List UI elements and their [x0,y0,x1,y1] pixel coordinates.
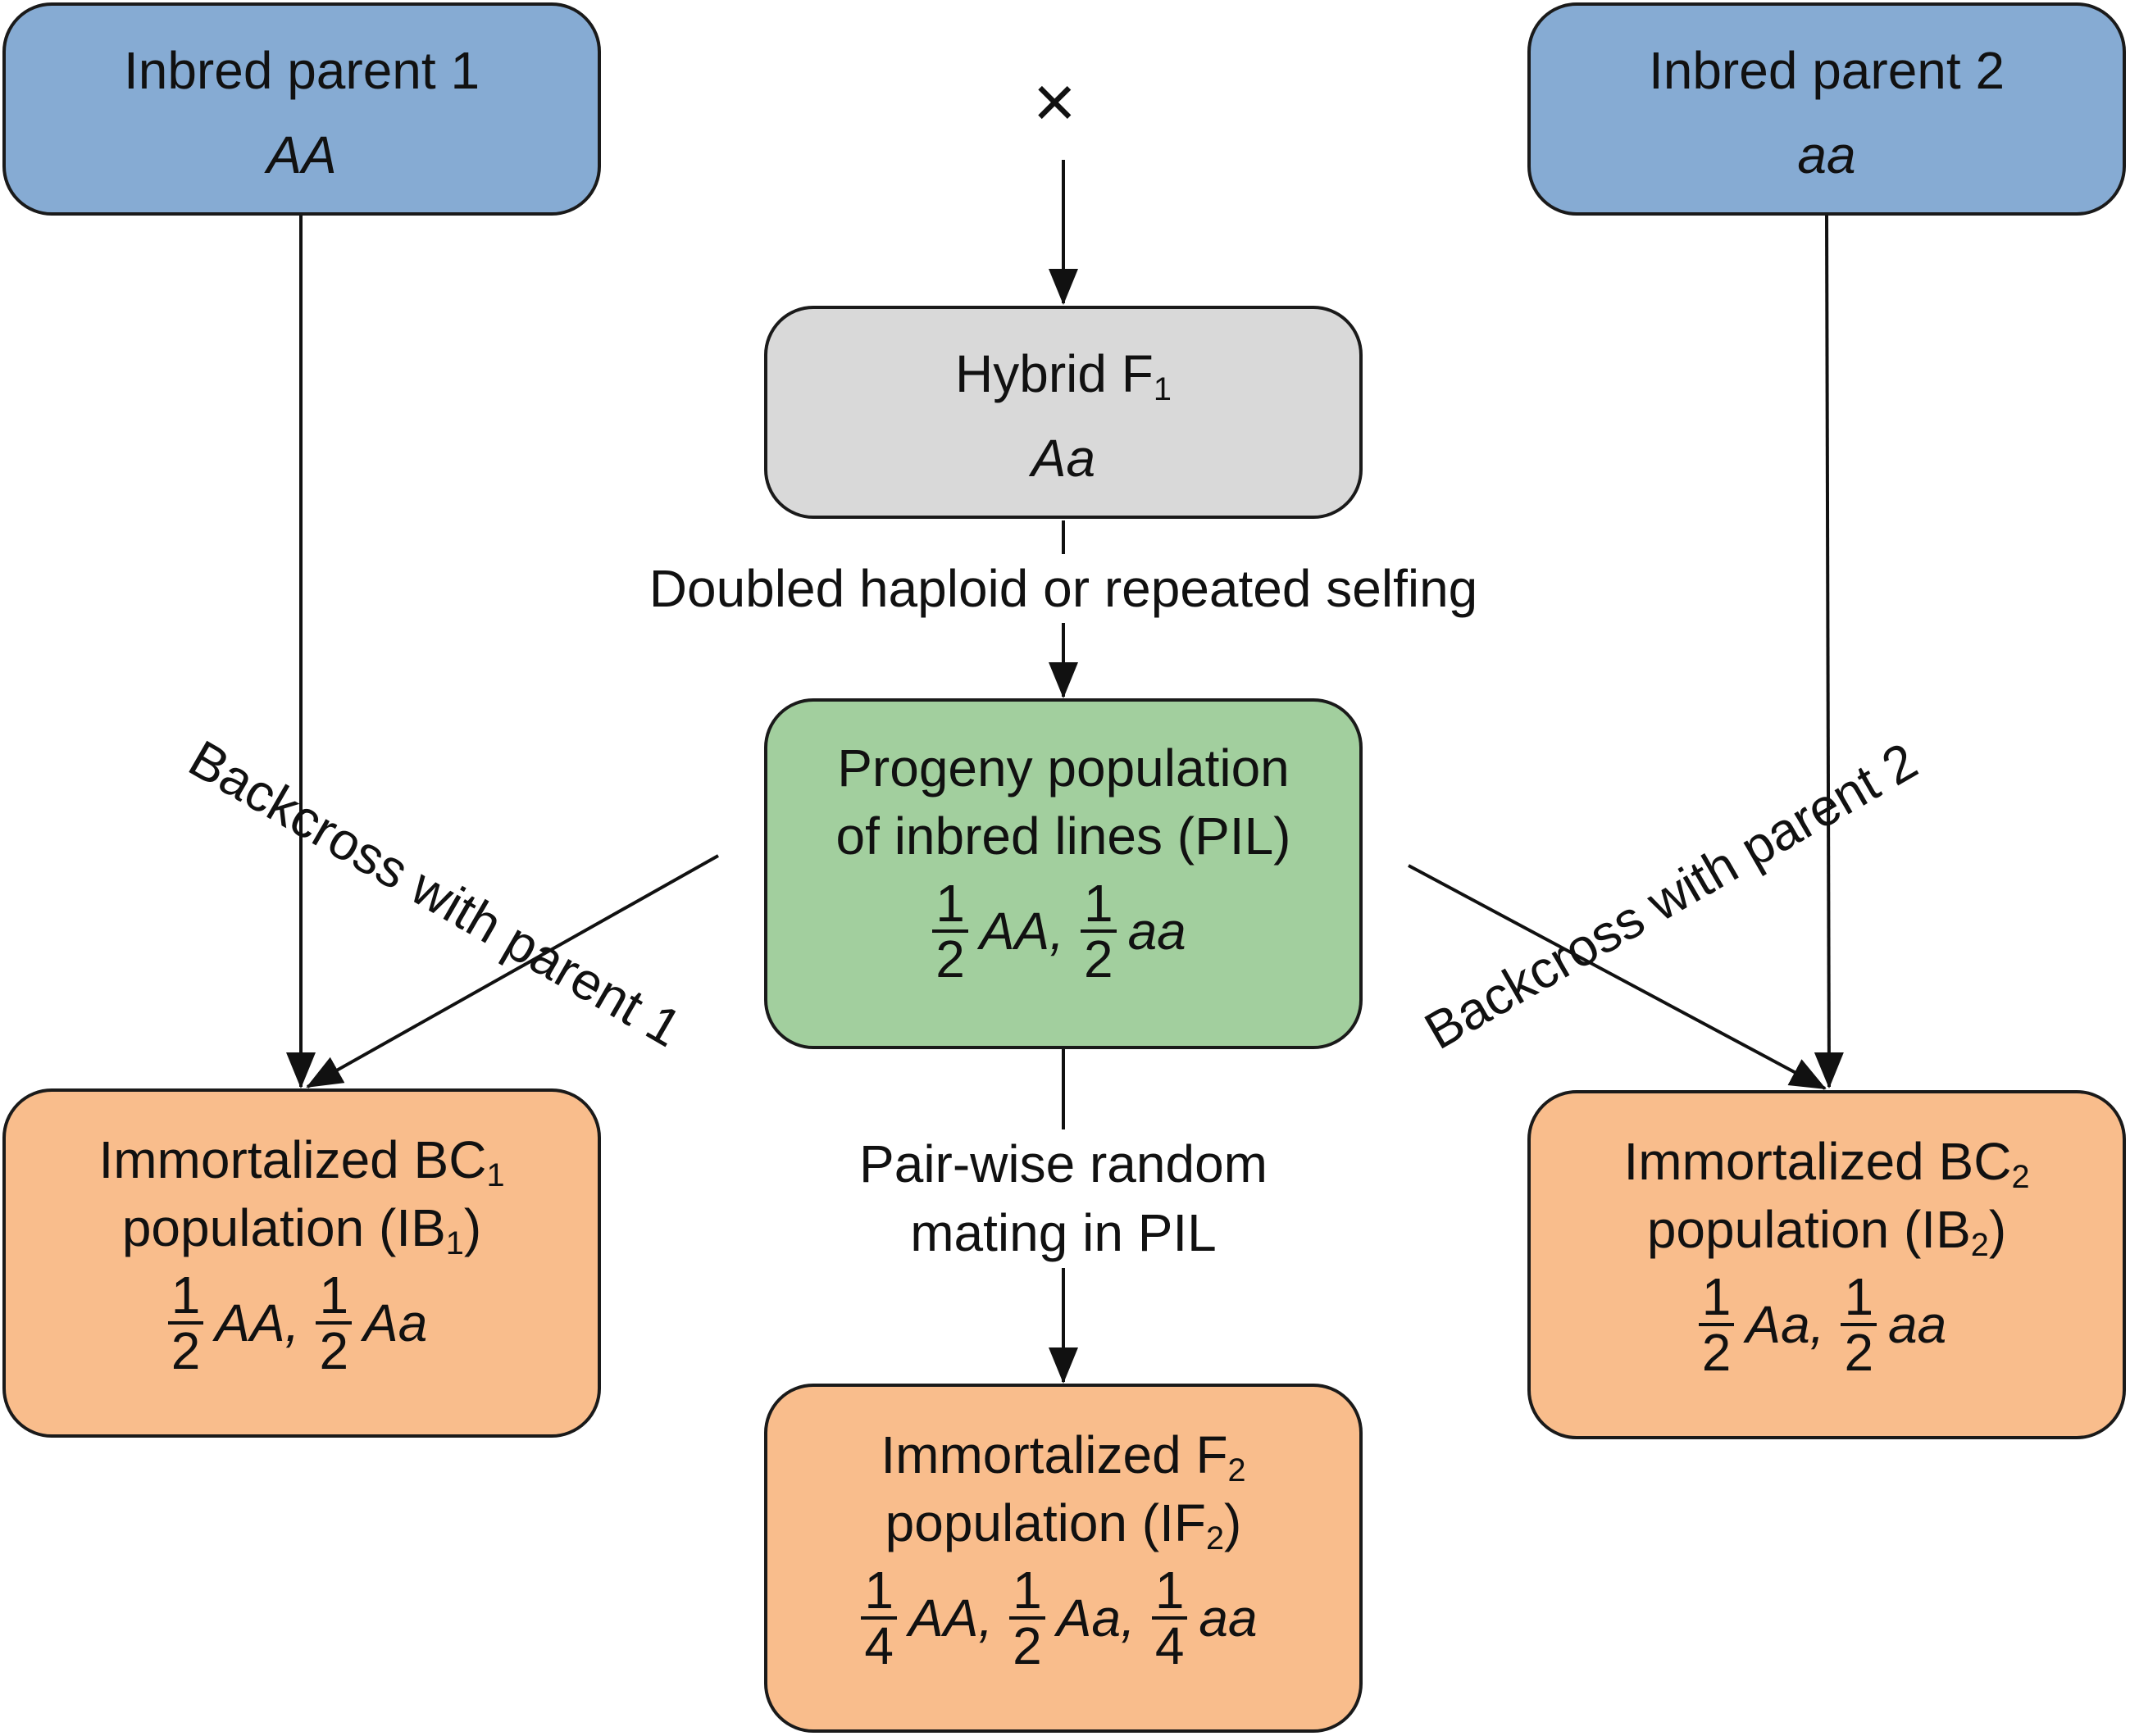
hybrid-f1-box: Hybrid F1 Aa [764,306,1363,519]
parent1-title: Inbred parent 1 [123,41,480,100]
arrow-parent2-to-ib2 [1814,214,1844,1088]
hybrid-title: Hybrid F1 [955,344,1172,407]
doubled-haploid-label: Doubled haploid or repeated selfing [574,554,1553,624]
pil-line1: Progeny population [837,738,1290,798]
ib1-line1: Immortalized BC1 [98,1130,505,1193]
if2-line2: population (IF2) [885,1493,1242,1557]
parent1-box: Inbred parent 1 AA [2,2,601,216]
ib1-line2: population (IB1) [121,1198,482,1262]
pil-genotype-2: aa [1127,901,1186,961]
cross-symbol: × [1033,61,1076,143]
pil-box: Progeny population of inbred lines (PIL)… [764,698,1363,1049]
ib2-genotype-1: Aa, [1745,1294,1825,1354]
arrow-pil-to-ib2 [1408,864,1827,1090]
pairwise-mating-label: Pair-wise random mating in PIL [803,1129,1323,1268]
if2-line1: Immortalized F2 [881,1425,1246,1488]
ib1-genotype-1: AA, [215,1293,300,1352]
if2-genotype-3: aa [1199,1588,1258,1647]
pil-genotype-1: AA, [979,901,1064,961]
ib2-genotype-2: aa [1888,1294,1947,1354]
parent2-box: Inbred parent 2 aa [1527,2,2126,216]
pil-line2: of inbred lines (PIL) [835,807,1291,866]
parent2-genotype: aa [1797,125,1856,185]
parent1-genotype: AA [266,125,337,185]
if2-genotype-1: AA, [908,1588,994,1647]
ib2-line1: Immortalized BC2 [1623,1132,2030,1195]
ib1-genotype-2: Aa [363,1293,428,1352]
if2-genotype-2: Aa, [1056,1588,1136,1647]
arrow-pil-to-ib1 [306,854,719,1088]
hybrid-genotype: Aa [1031,429,1096,489]
parent2-title: Inbred parent 2 [1648,41,2005,100]
ib2-line2: population (IB2) [1646,1200,2007,1264]
